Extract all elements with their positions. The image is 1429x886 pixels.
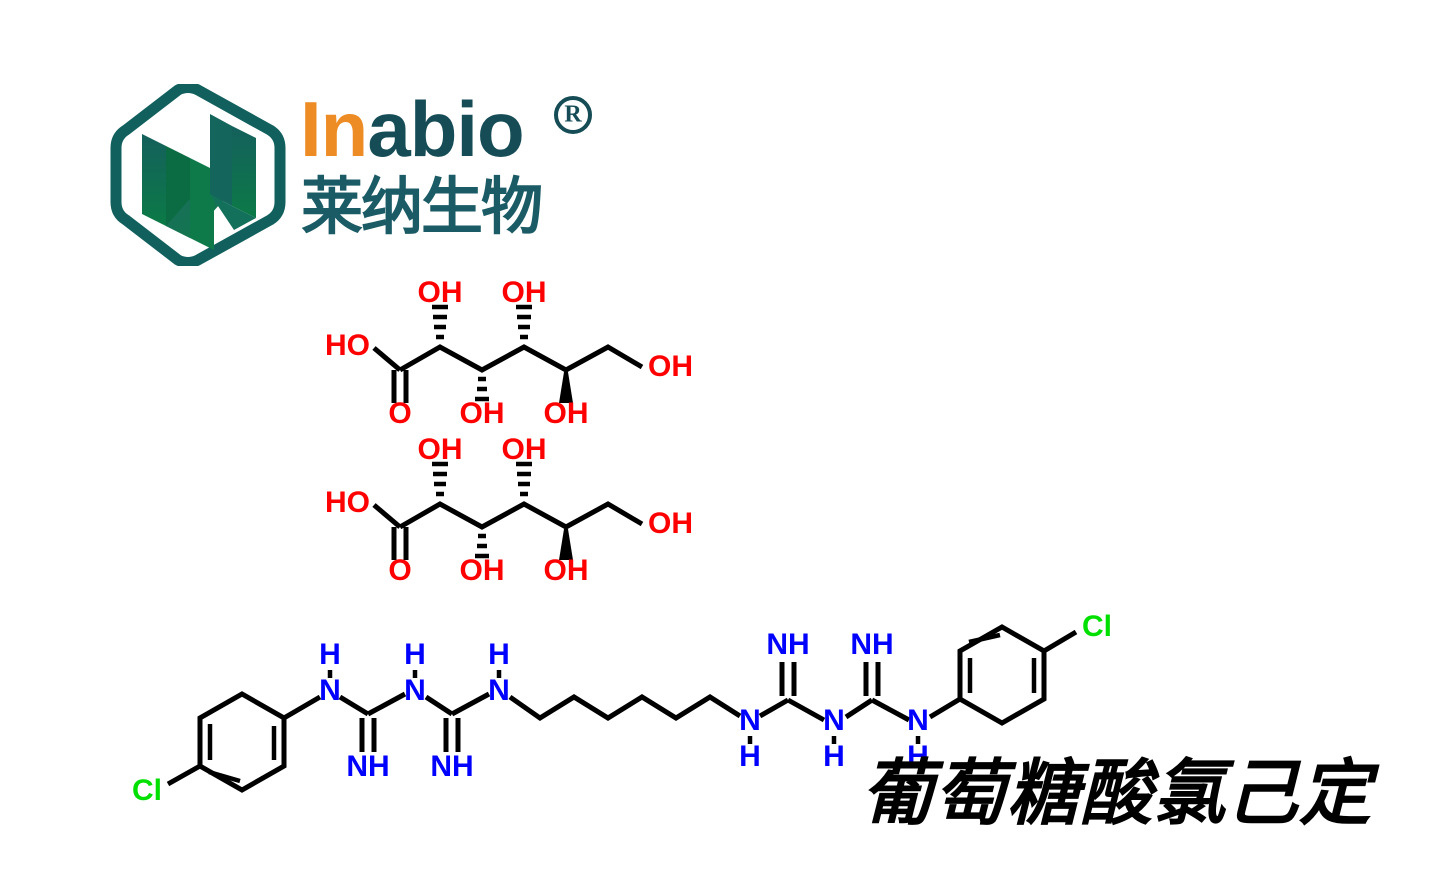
wordmark-latin-text: Inabio [300, 90, 525, 168]
logo-shape-right-inner [210, 114, 232, 206]
wordmark-abio: abio [367, 85, 524, 173]
hash-wedge-c3 [475, 376, 489, 402]
benzene-ring-left [197, 691, 287, 793]
label-oh-c6: OH [648, 507, 693, 540]
chlorine-bond-right [1042, 629, 1078, 654]
wordmark-chinese-text: 莱纳生物 [301, 170, 543, 243]
label-oh-c5: OH [544, 554, 589, 587]
gluconic-acid-structure-2: HO O OH OH OH OH OH [325, 433, 693, 587]
label-n2: N [404, 674, 426, 707]
logo-shape-right [232, 126, 256, 218]
bond-c8-n3 [450, 691, 491, 717]
company-logo: Inabio R 莱纳生物 [104, 84, 634, 266]
hash-wedge-c4 [516, 304, 532, 340]
label-n6: N [907, 704, 929, 737]
logo-shape-left [142, 134, 166, 226]
carbon-backbone [398, 501, 644, 530]
label-n3: N [488, 674, 510, 707]
bond-c7-n2 [366, 691, 407, 717]
hash-wedge-c2 [432, 304, 448, 340]
label-nh-imine-3: NH [766, 628, 809, 661]
label-n5: N [823, 704, 845, 737]
label-h4: H [739, 740, 761, 773]
carbon-backbone [398, 344, 644, 373]
nitrogen-to-ring-right [928, 696, 962, 720]
bond-n4-c9 [758, 697, 790, 719]
label-h3: H [488, 638, 510, 671]
registered-trademark-icon: R [554, 96, 592, 134]
label-oh-c2: OH [418, 276, 463, 309]
solid-wedge-c5 [559, 372, 573, 403]
hash-wedge-c3 [475, 533, 489, 559]
hexagon-outline [110, 84, 286, 266]
solid-wedge-c5 [559, 529, 573, 560]
inabio-hexagon-logo-icon [110, 84, 286, 266]
label-o-carbonyl: O [388, 554, 411, 587]
hash-wedge-c2 [432, 461, 448, 497]
logo-wordmark: Inabio R 莱纳生物 [300, 90, 630, 262]
label-oh-c3: OH [460, 397, 505, 430]
hydroxyl-bond-c1 [372, 346, 402, 372]
label-nh-imine-4: NH [850, 628, 893, 661]
label-n4: N [739, 704, 761, 737]
svg-text:R: R [564, 102, 582, 128]
label-oh-c2: OH [418, 433, 463, 466]
chlorhexidine-structure: Cl Cl N H N H N H NH NH NH NH N H N H N … [132, 610, 1112, 807]
bond-n2-c8 [424, 694, 454, 717]
label-cl-left: Cl [132, 774, 162, 807]
label-o-carbonyl: O [388, 397, 411, 430]
hexamethylene-chain [508, 694, 742, 721]
bond-c9-n5 [786, 697, 826, 723]
label-h5: H [823, 740, 845, 773]
label-oh-c5: OH [544, 397, 589, 430]
logo-shape-right-foot [210, 194, 256, 230]
label-nh-imine-1: NH [346, 750, 389, 783]
label-ho-c1: HO [325, 329, 370, 362]
ring-to-nitrogen-left [282, 694, 322, 721]
hydroxyl-bond-c1 [372, 503, 402, 529]
label-oh-c4: OH [502, 433, 547, 466]
label-cl-right: Cl [1082, 610, 1112, 643]
bond-c10-n6 [870, 697, 911, 723]
label-oh-c6: OH [648, 350, 693, 383]
bond-n5-c10 [844, 697, 874, 720]
chlorine-bond-left [166, 763, 202, 787]
ring-left-double-3 [208, 769, 241, 784]
compound-chinese-name: 葡萄糖酸氯己定 [861, 751, 1373, 835]
label-ho-c1: HO [325, 486, 370, 519]
label-h1: H [319, 638, 341, 671]
logo-shape-middle-bar [190, 158, 214, 250]
label-nh-imine-2: NH [430, 750, 473, 783]
label-oh-c4: OH [502, 276, 547, 309]
label-oh-c3: OH [460, 554, 505, 587]
label-h6: H [907, 740, 929, 773]
gluconic-acid-structure-1: HO O OH OH OH OH OH [325, 276, 693, 430]
ring-right-double-3 [968, 632, 1001, 645]
hash-wedge-c4 [516, 461, 532, 497]
bond-n1-c7 [338, 694, 370, 717]
label-n1: N [319, 674, 341, 707]
wordmark-in: In [300, 85, 368, 173]
label-h2: H [404, 638, 426, 671]
